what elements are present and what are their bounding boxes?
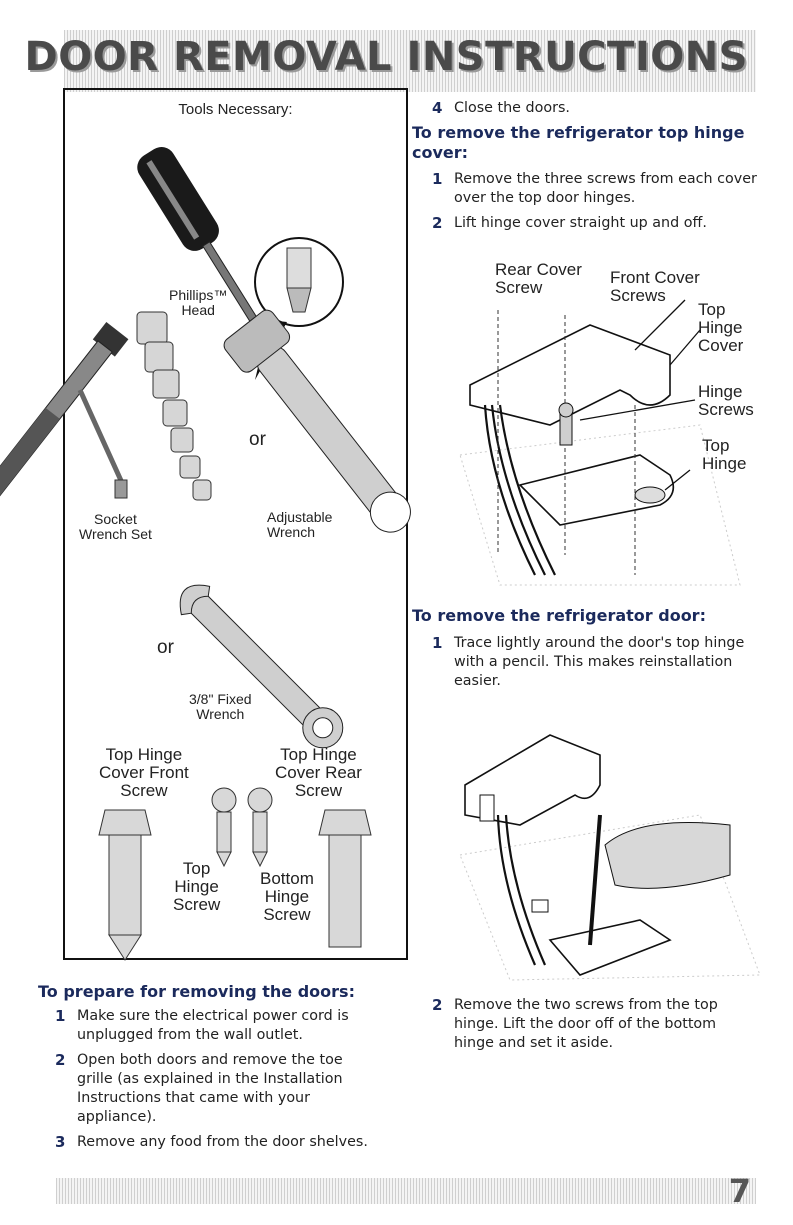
cover-step-number: 1 — [432, 170, 443, 188]
door-step-number: 2 — [432, 996, 443, 1014]
prepare-heading: To prepare for removing the doors: — [38, 982, 355, 1001]
door-step-number: 1 — [432, 634, 443, 652]
top-hinge-cover-label: Top Hinge Cover — [698, 300, 744, 355]
rear-cover-screw-label: Rear Cover Screw — [495, 260, 582, 297]
adjustable-wrench-label: Adjustable Wrench — [267, 509, 333, 540]
door-heading: To remove the refrigerator door: — [412, 606, 706, 625]
page-title: DOOR REMOVAL INSTRUCTIONS — [24, 34, 748, 80]
top-hinge-cover-front-screw-label: Top Hinge Cover Front Screw — [99, 745, 189, 800]
prepare-step-text: Remove any food from the door shelves. — [77, 1134, 368, 1150]
socket-wrench-label: Socket Wrench Set — [79, 511, 152, 542]
phillips-label: Phillips™ Head — [169, 287, 228, 318]
bottom-hinge-screw-label: Bottom Hinge Screw — [260, 869, 314, 924]
top-hinge-cover-rear-screw-label: Top Hinge Cover Rear Screw — [275, 745, 362, 800]
top-hinge-screw-label: Top Hinge Screw — [173, 859, 221, 914]
front-cover-screws-label: Front Cover Screws — [610, 268, 700, 305]
socket-wrench-icon — [0, 311, 212, 511]
adjustable-wrench-icon — [223, 309, 411, 533]
door-step-text: Trace lightly around the door's top hing… — [454, 635, 745, 689]
header-banner: DOOR REMOVAL INSTRUCTIONS — [25, 30, 756, 92]
prepare-step-text: Open both doors and remove the toe grill… — [77, 1052, 343, 1125]
tools-title: Tools Necessary: — [178, 101, 293, 118]
step-4-number: 4 — [432, 99, 443, 117]
screws-icon — [98, 787, 372, 961]
hinge-screws-label: Hinge Screws — [698, 382, 754, 419]
prepare-step-text: Make sure the electrical power cord is u… — [77, 1008, 349, 1043]
hinge-cover-heading: To remove the refrigerator top hinge cov… — [412, 123, 745, 162]
cover-step-text: Remove the three screws from each cover … — [454, 171, 757, 206]
prepare-step-number: 3 — [55, 1133, 66, 1151]
tools-box: Tools Necessary: Phillips™ Head — [0, 88, 411, 961]
footer-bar — [56, 1178, 756, 1204]
hinge-cover-diagram: Rear Cover Screw Front Cover Screws Top … — [440, 255, 770, 586]
step-4-text: Close the doors. — [454, 100, 570, 116]
fixed-wrench-icon — [179, 584, 344, 749]
or-label-1: or — [249, 429, 266, 450]
door-step-text: Remove the two screws from the top hinge… — [454, 997, 718, 1051]
fixed-wrench-label: 3/8" Fixed Wrench — [189, 691, 252, 722]
prepare-step-number: 2 — [55, 1051, 66, 1069]
prepare-step-number: 1 — [55, 1007, 66, 1025]
cover-step-number: 2 — [432, 214, 443, 232]
or-label-2: or — [157, 637, 174, 658]
top-hinge-label: Top Hinge — [702, 436, 747, 473]
page-number: 7 — [728, 1172, 751, 1210]
cover-step-text: Lift hinge cover straight up and off. — [454, 215, 707, 231]
trace-hinge-diagram — [440, 725, 770, 981]
